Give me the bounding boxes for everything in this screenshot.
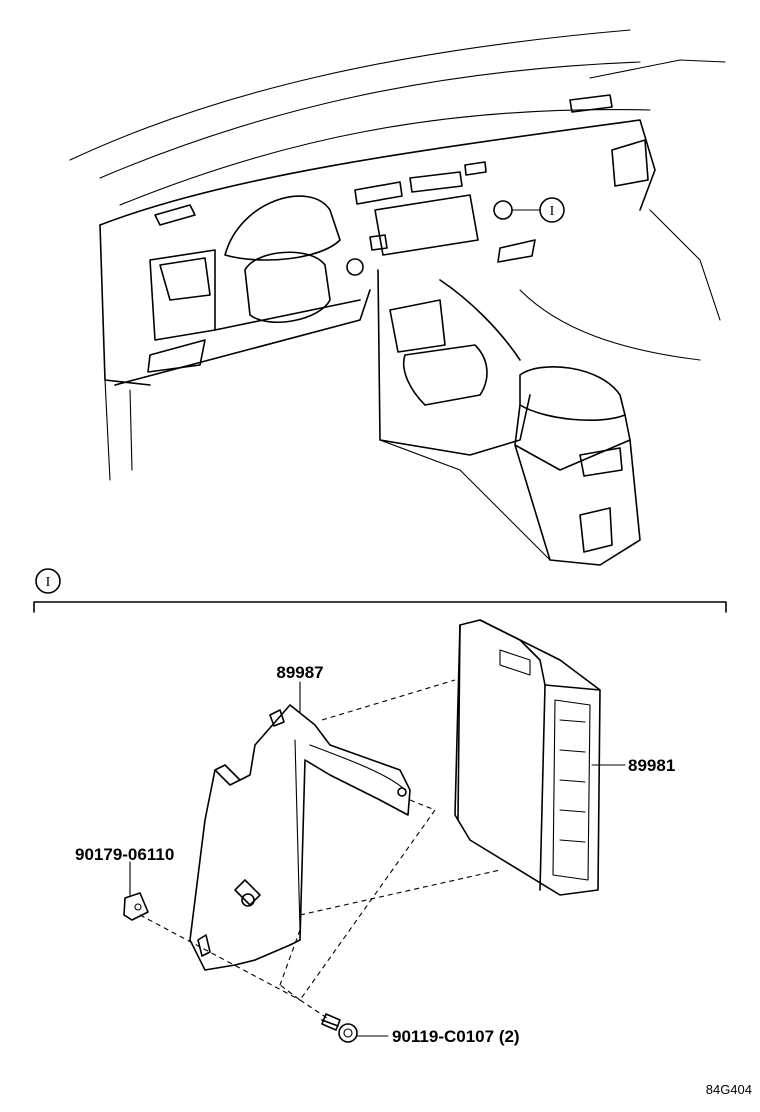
ecu-module — [454, 619, 601, 896]
label-bolt: 90119-C0107 (2) — [392, 1027, 520, 1046]
console-tray — [389, 299, 446, 353]
ecu-location-marker — [493, 200, 513, 220]
instrument-cluster — [224, 195, 341, 261]
section-header: I — [33, 568, 727, 613]
center-display — [374, 194, 479, 256]
bolt-90119 — [321, 1013, 358, 1043]
vent-center-right — [497, 239, 536, 263]
section-bracket-line — [33, 601, 727, 613]
dashboard-overview: I — [69, 29, 726, 566]
callout-circle-top — [539, 197, 565, 223]
ecu-bracket — [189, 704, 411, 971]
label-bracket: 89987 — [276, 663, 323, 682]
nut-90179 — [123, 892, 149, 921]
vent-right-top — [569, 94, 613, 113]
assembly-detail: 89987 89981 90179-06110 90119-C0107 (2) — [75, 619, 675, 1046]
label-ecu: 89981 — [628, 756, 675, 775]
armrest — [519, 366, 626, 421]
vent-left-top — [154, 204, 196, 226]
steering-wheel — [244, 251, 331, 323]
callout-marker-top: I — [550, 204, 555, 219]
vent-right-side — [611, 139, 649, 187]
callout-marker-section: I — [46, 575, 51, 590]
figure-code: 84G404 — [706, 1082, 752, 1097]
label-nut: 90179-06110 — [75, 845, 174, 864]
vent-left — [159, 257, 211, 301]
callout-circle-section — [35, 568, 61, 594]
